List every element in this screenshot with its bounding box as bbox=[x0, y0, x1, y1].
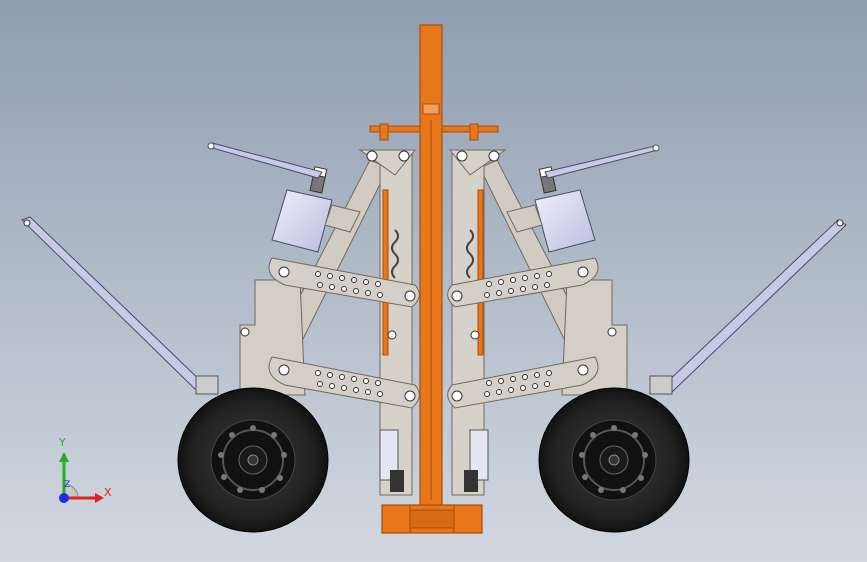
center-mast bbox=[419, 24, 443, 511]
left-short-handle bbox=[207, 142, 323, 179]
base-plate bbox=[381, 504, 483, 534]
z-axis-label: Z bbox=[64, 480, 71, 490]
right-short-handle bbox=[544, 144, 660, 179]
left-cylinder bbox=[271, 166, 361, 253]
right-lower-arm bbox=[447, 356, 599, 409]
right-lower-mount bbox=[464, 429, 489, 492]
right-wheel bbox=[538, 387, 690, 533]
right-top-bracket bbox=[448, 149, 507, 176]
left-upper-arm bbox=[268, 257, 420, 308]
right-orange-rod bbox=[466, 189, 484, 356]
right-outer-handle bbox=[649, 219, 847, 395]
triad-graphic bbox=[59, 452, 104, 503]
left-lower-arm bbox=[268, 356, 420, 409]
left-outer-handle bbox=[21, 216, 219, 395]
coordinate-triad-icon[interactable]: Y X Z bbox=[40, 436, 130, 518]
y-axis-label: Y bbox=[59, 436, 66, 449]
x-axis-label: X bbox=[104, 486, 112, 499]
left-lower-mount bbox=[379, 429, 404, 492]
right-cylinder bbox=[506, 166, 596, 253]
left-top-bracket bbox=[358, 149, 417, 176]
left-orange-rod bbox=[382, 189, 399, 356]
right-upper-arm bbox=[447, 257, 599, 308]
left-wheel bbox=[177, 387, 329, 533]
